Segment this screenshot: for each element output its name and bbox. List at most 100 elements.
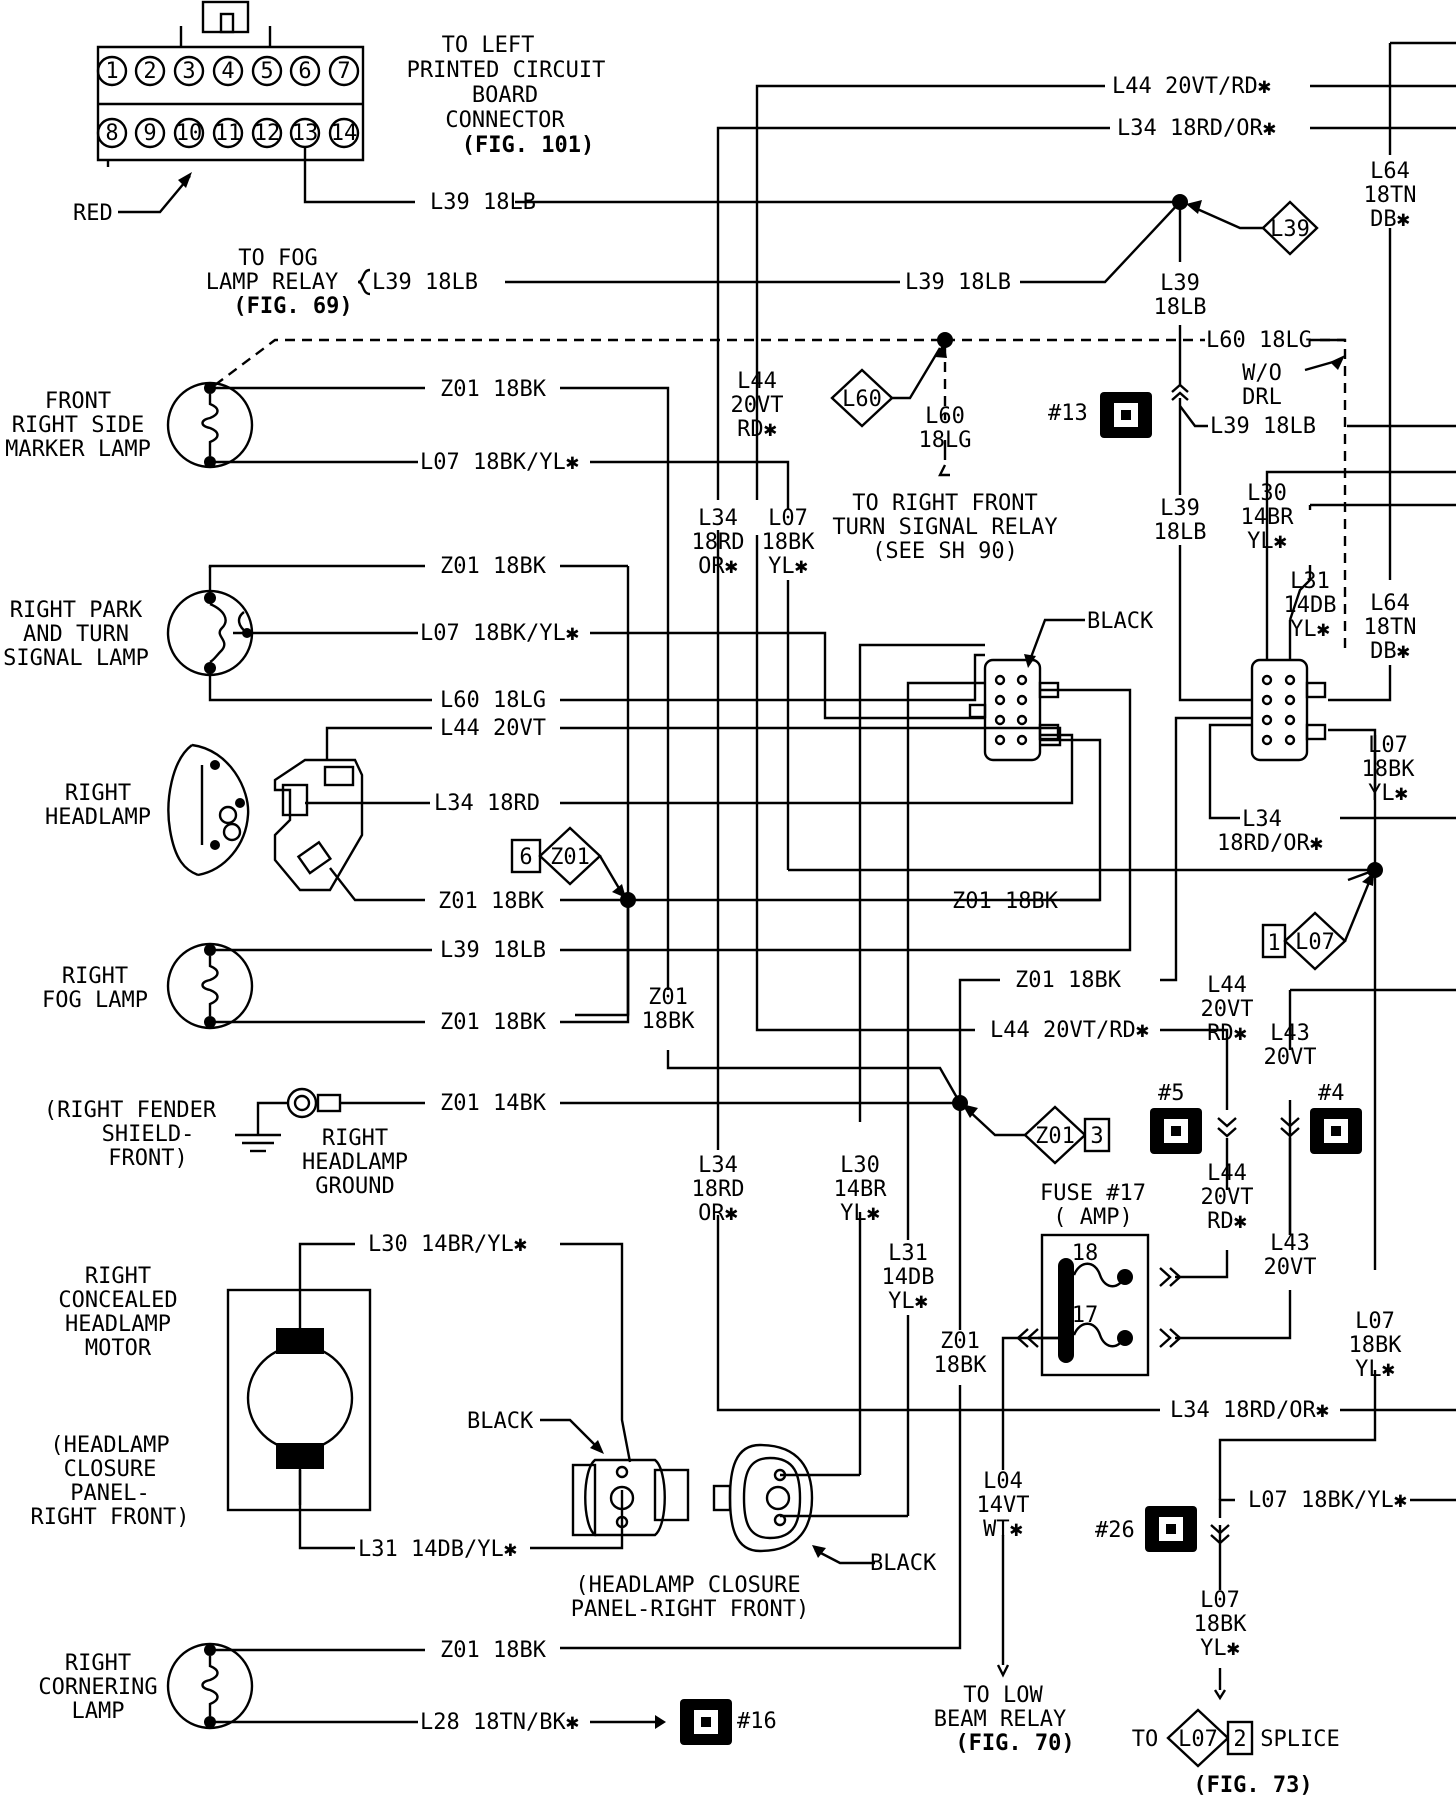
fender-label-1: (RIGHT FENDER: [44, 1098, 217, 1123]
label-l60-top: L60 18LG: [1206, 328, 1312, 353]
svg-text:WT✱: WT✱: [983, 1517, 1023, 1542]
label-z01-right: Z01 18BK: [1015, 968, 1122, 993]
svg-text:18BK: 18BK: [1194, 1612, 1248, 1637]
svg-text:18BK: 18BK: [1362, 757, 1416, 782]
pin-bottom-9: 9: [134, 117, 166, 149]
svg-text:L07: L07: [1355, 1309, 1395, 1334]
label-l39-b: L39 18LB: [372, 270, 478, 295]
svg-text:6: 6: [519, 845, 532, 870]
svg-text:L07: L07: [768, 506, 808, 531]
fog-lamp: RIGHT FOG LAMP: [42, 942, 254, 1030]
svg-text:L39: L39: [1160, 496, 1200, 521]
closure-panel-label-4: RIGHT FRONT): [31, 1505, 190, 1530]
park-turn-lamp: RIGHT PARK AND TURN SIGNAL LAMP: [3, 566, 254, 677]
connector-dest-1: TO LEFT: [442, 33, 535, 58]
splice-l60: [937, 332, 953, 348]
svg-text:17: 17: [1072, 1303, 1099, 1328]
inline-connectors: [1171, 383, 1300, 1545]
connector-dest-5: (FIG. 101): [462, 133, 594, 158]
label-z01-gnd: Z01 14BK: [440, 1091, 547, 1116]
label-l31-motor: L31 14DB/YL✱: [358, 1537, 517, 1562]
park-turn-label-1: RIGHT PARK: [10, 598, 143, 623]
black-label-left: BLACK: [1087, 609, 1154, 634]
label-l07-park: L07 18BK/YL✱: [420, 621, 579, 646]
svg-text:18BK: 18BK: [642, 1009, 696, 1034]
svg-text:L64: L64: [1370, 591, 1410, 616]
front-marker-label-1: FRONT: [45, 389, 111, 414]
svg-text:L43: L43: [1270, 1231, 1310, 1256]
svg-text:BEAM RELAY: BEAM RELAY: [934, 1707, 1066, 1732]
headlamp-ground: (RIGHT FENDER SHIELD- FRONT) RIGHT HEADL…: [44, 1087, 408, 1199]
svg-text:L44: L44: [1207, 1161, 1247, 1186]
svg-text:20VT: 20VT: [731, 393, 784, 418]
svg-text:14: 14: [331, 121, 358, 146]
svg-text:YL✱: YL✱: [1247, 529, 1287, 554]
connector-dest-3: BOARD: [472, 83, 538, 108]
num-4: #4: [1310, 1081, 1362, 1154]
svg-text:L44: L44: [737, 369, 777, 394]
closure-black-label-1: BLACK: [467, 1409, 534, 1434]
svg-text:L34: L34: [698, 506, 738, 531]
splice-l39: [1172, 194, 1188, 210]
svg-text:18RD: 18RD: [692, 1177, 745, 1202]
svg-text:4: 4: [221, 59, 234, 84]
label-l34-top: L34 18RD/OR✱: [1117, 116, 1276, 141]
label-fog-relay-2: LAMP RELAY: [206, 270, 338, 295]
fender-label-2: SHIELD-: [102, 1122, 195, 1147]
num-26: #26: [1095, 1506, 1197, 1552]
headlamp-label-2: HEADLAMP: [45, 805, 151, 830]
svg-text:18BK: 18BK: [934, 1353, 988, 1378]
label-l44-right: L44 20VT/RD✱: [990, 1018, 1149, 1043]
svg-text:20VT: 20VT: [1201, 1185, 1254, 1210]
label-l60-park: L60 18LG: [440, 688, 546, 713]
label-l30-motor: L30 14BR/YL✱: [368, 1232, 527, 1257]
ref-l07-1: 1 L07: [1261, 872, 1374, 971]
svg-text:YL✱: YL✱: [888, 1289, 928, 1314]
svg-text:14DB: 14DB: [882, 1265, 935, 1290]
motor-label-4: MOTOR: [85, 1336, 152, 1361]
svg-text:3: 3: [1090, 1124, 1103, 1149]
svg-text:YL✱: YL✱: [1290, 617, 1330, 642]
svg-text:L60: L60: [842, 387, 882, 412]
headlamp-motor: RIGHT CONCEALED HEADLAMP MOTOR (HEADLAMP…: [31, 1264, 372, 1530]
label-z01-fog: Z01 18BK: [440, 1010, 547, 1035]
label-l39-e: L39 18LB: [440, 938, 546, 963]
svg-text:Z01: Z01: [1035, 1124, 1075, 1149]
label-l39-d: L39 18LB: [1210, 414, 1316, 439]
motor-label-2: CONCEALED: [58, 1288, 177, 1313]
pin-bottom-10: 10: [173, 117, 205, 149]
front-marker-label-3: MARKER LAMP: [5, 437, 151, 462]
fuse-17: 18 17 FUSE #17 ( AMP): [1016, 1181, 1182, 1377]
svg-text:14VT: 14VT: [977, 1493, 1030, 1518]
pin-bottom-8: 8: [96, 117, 128, 149]
svg-text:RD✱: RD✱: [737, 417, 777, 442]
fender-label-3: FRONT): [108, 1146, 187, 1171]
svg-text:RD✱: RD✱: [1207, 1021, 1247, 1046]
svg-text:SPLICE: SPLICE: [1260, 1727, 1339, 1752]
vertical-labels: L64 18TN DB✱ L39 18LB L44 20VT RD✱ L60 1…: [642, 159, 1417, 1798]
label-l44-park: L44 20VT: [440, 716, 546, 741]
svg-text:#4: #4: [1318, 1081, 1345, 1106]
svg-text:7: 7: [337, 59, 350, 84]
svg-text:18BK: 18BK: [762, 530, 816, 555]
svg-text:#5: #5: [1158, 1081, 1185, 1106]
splice-dots: [620, 194, 1383, 1111]
svg-text:L04: L04: [983, 1469, 1023, 1494]
svg-text:YL✱: YL✱: [1355, 1357, 1395, 1382]
svg-text:18: 18: [1072, 1241, 1099, 1266]
svg-text:L07: L07: [1200, 1588, 1240, 1613]
closure-panel-label-2: CLOSURE: [64, 1457, 157, 1482]
svg-text:Z01: Z01: [648, 985, 688, 1010]
svg-text:9: 9: [143, 121, 156, 146]
ground-label-1: RIGHT: [322, 1126, 388, 1151]
svg-text:L34: L34: [1242, 807, 1282, 832]
label-l28-corner: L28 18TN/BK✱: [420, 1710, 579, 1735]
fuse-label-2: ( AMP): [1053, 1205, 1132, 1230]
svg-text:TO: TO: [1132, 1727, 1159, 1752]
svg-text:L44: L44: [1207, 973, 1247, 998]
svg-text:L07: L07: [1368, 733, 1408, 758]
label-l34-hl: L34 18RD: [434, 791, 540, 816]
label-z01-hl: Z01 18BK: [438, 889, 545, 914]
pin-top-3: 3: [173, 55, 205, 87]
svg-text:(FIG. 73): (FIG. 73): [1193, 1773, 1312, 1798]
